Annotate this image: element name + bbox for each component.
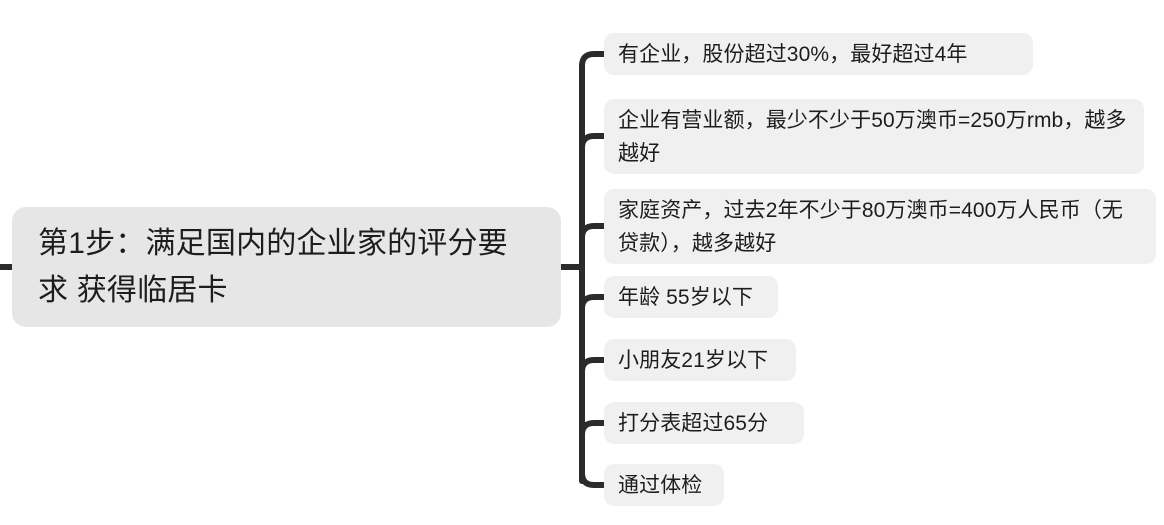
child-node-label: 年龄 55岁以下	[618, 285, 753, 309]
mindmap-child-node-4[interactable]: 年龄 55岁以下	[604, 276, 778, 318]
mindmap-child-node-1[interactable]: 有企业，股份超过30%，最好超过4年	[604, 33, 1033, 75]
child-node-label: 家庭资产，过去2年不少于80万澳币=400万人民币（无贷款），越多越好	[618, 198, 1124, 255]
mindmap-child-node-5[interactable]: 小朋友21岁以下	[604, 339, 796, 381]
child-node-label: 打分表超过65分	[618, 411, 769, 435]
child-node-label: 通过体检	[618, 473, 703, 497]
mindmap-child-node-7[interactable]: 通过体检	[604, 464, 724, 506]
mindmap-child-node-3[interactable]: 家庭资产，过去2年不少于80万澳币=400万人民币（无贷款），越多越好	[604, 189, 1156, 264]
root-node-label: 第1步：满足国内的企业家的评分要求 获得临居卡	[38, 227, 508, 307]
mindmap-root-node[interactable]: 第1步：满足国内的企业家的评分要求 获得临居卡	[12, 207, 561, 327]
mindmap-child-node-2[interactable]: 企业有营业额，最少不少于50万澳币=250万rmb，越多越好	[604, 99, 1144, 174]
child-node-label: 有企业，股份超过30%，最好超过4年	[618, 42, 968, 66]
child-node-label: 企业有营业额，最少不少于50万澳币=250万rmb，越多越好	[618, 108, 1127, 165]
child-node-label: 小朋友21岁以下	[618, 348, 769, 372]
mindmap-child-node-6[interactable]: 打分表超过65分	[604, 402, 804, 444]
